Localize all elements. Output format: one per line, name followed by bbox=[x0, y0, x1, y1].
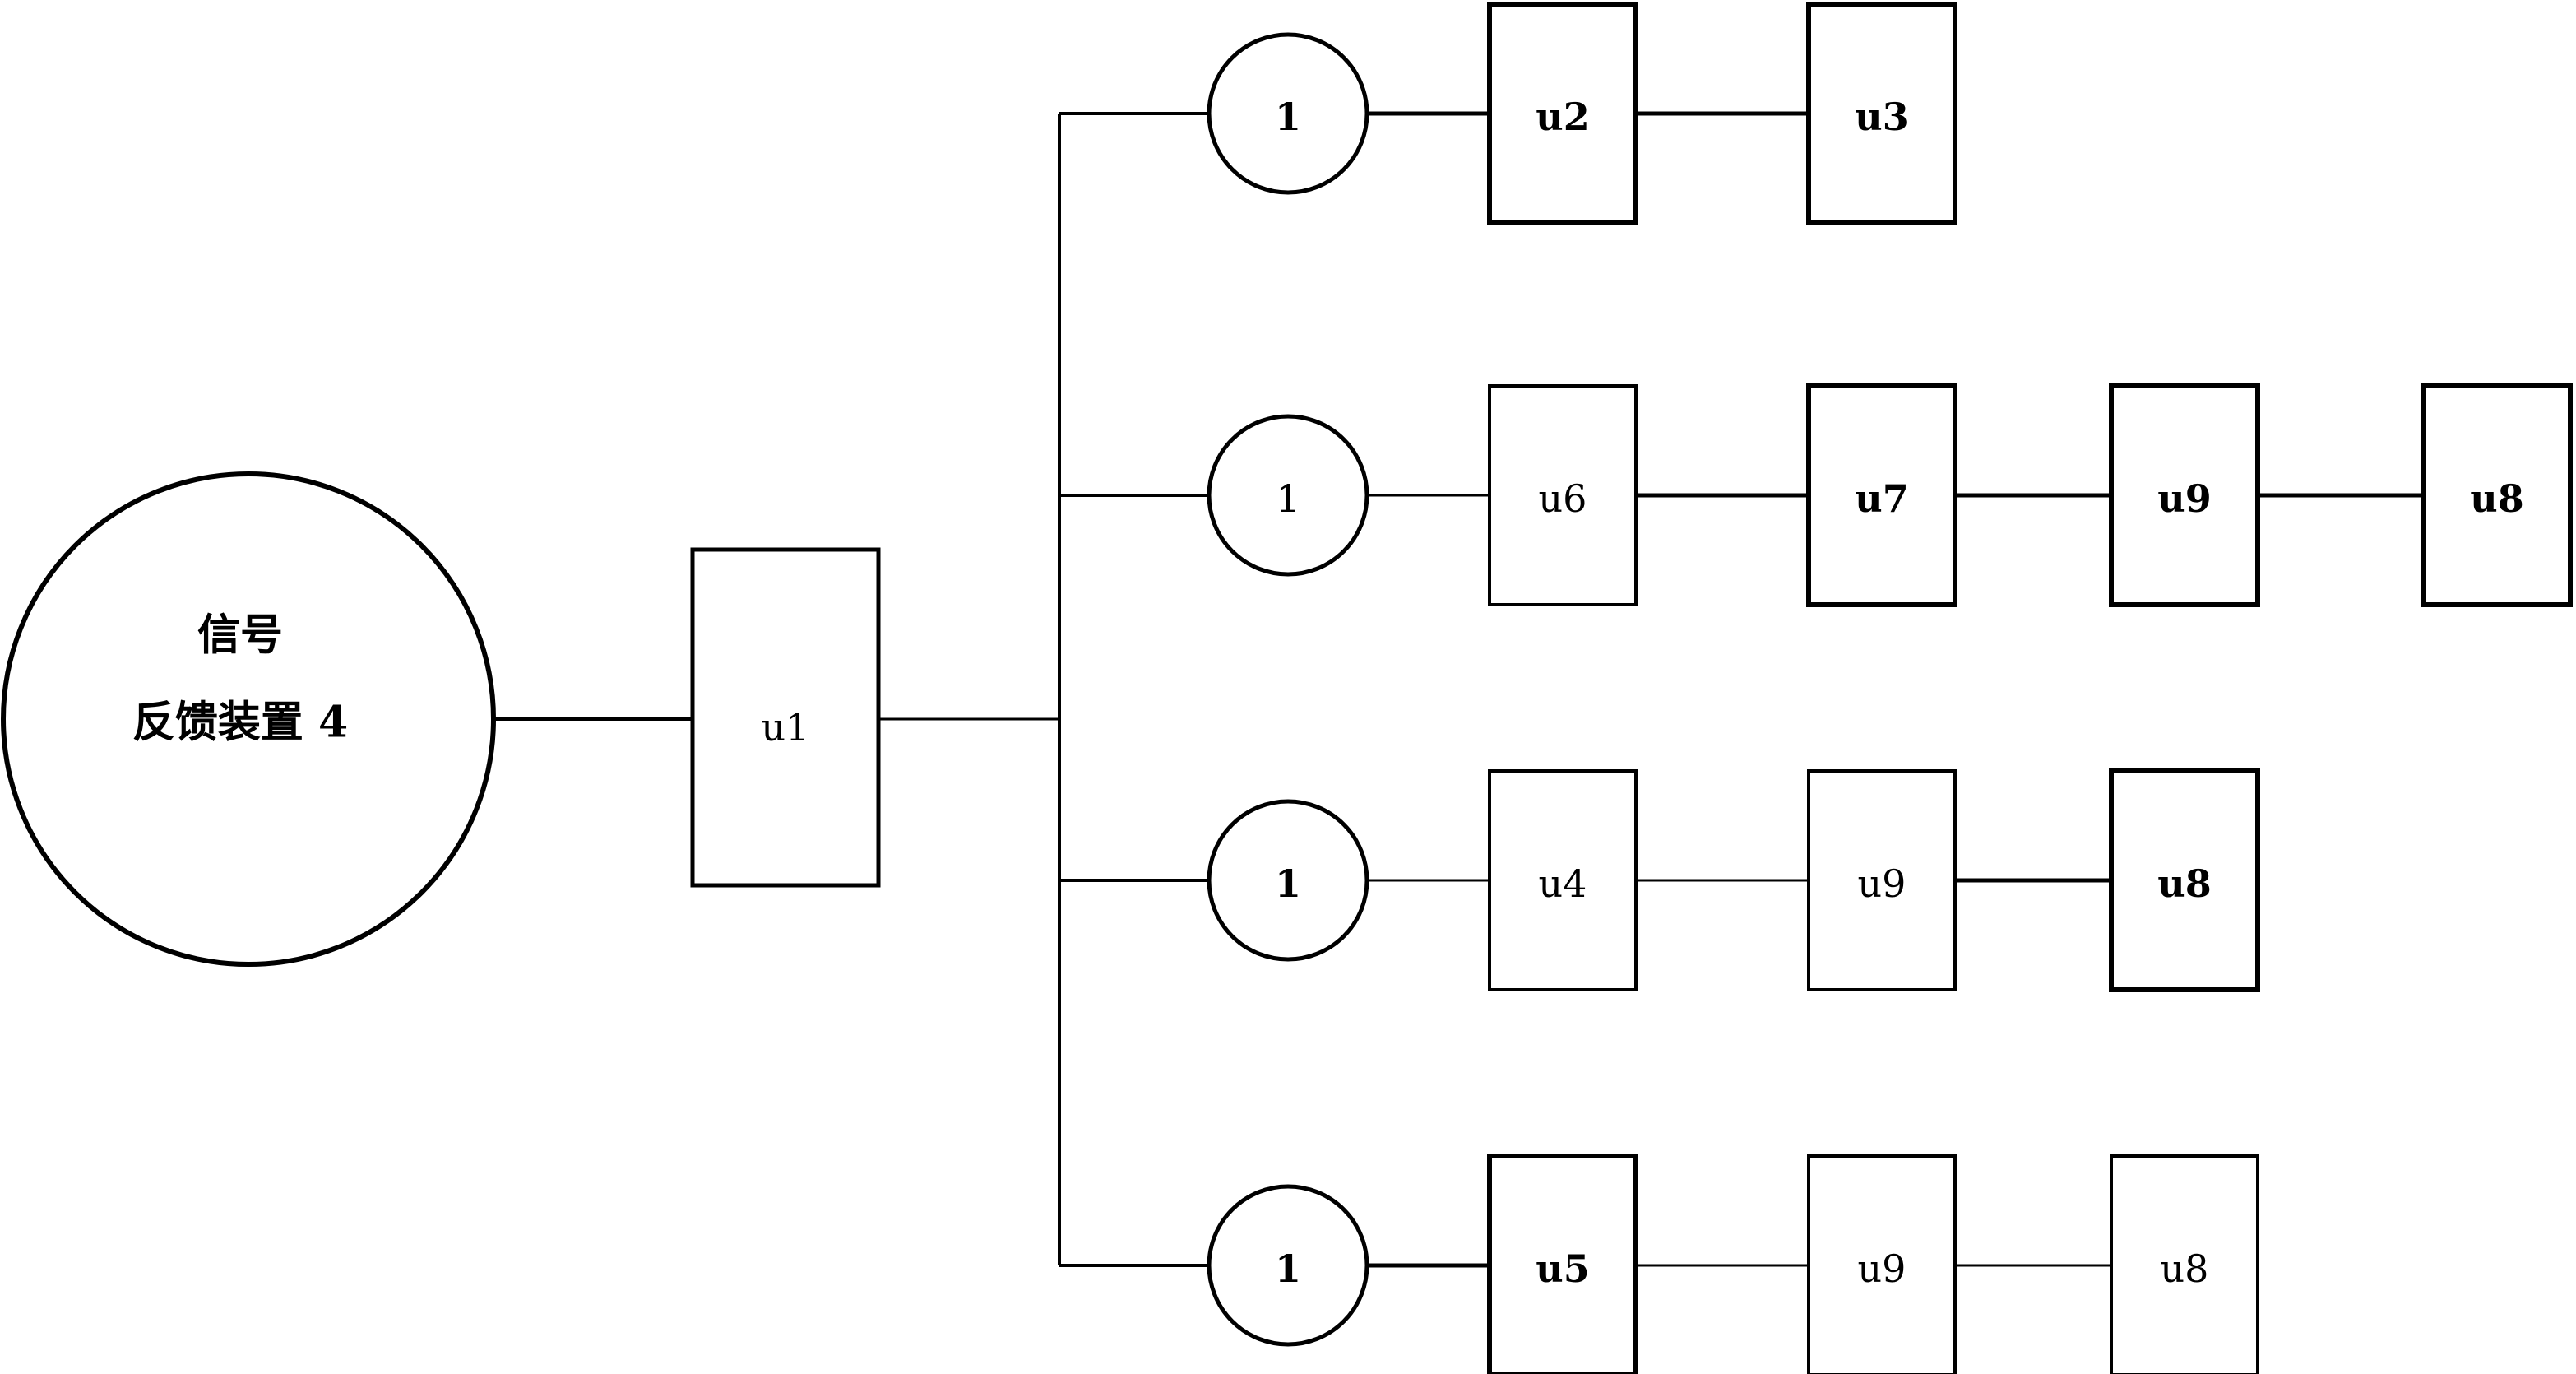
branch-marker: 1 bbox=[1207, 1184, 1369, 1347]
unit-label: u7 bbox=[1855, 476, 1908, 521]
unit-box-u5: u5 bbox=[1487, 1154, 1638, 1374]
unit-label: u8 bbox=[2157, 861, 2211, 906]
unit-label: u8 bbox=[2470, 476, 2523, 521]
branch-row-3: 1 u4 u9 u8 bbox=[1059, 768, 2260, 992]
hub-label: u1 bbox=[762, 705, 810, 750]
unit-label: u4 bbox=[1539, 861, 1587, 906]
branch-row-2: 1 u6 u7 u9 u8 bbox=[1059, 383, 2573, 607]
unit-box-u6: u6 bbox=[1488, 384, 1638, 606]
source-label-line1: 信号 bbox=[197, 610, 283, 661]
source-label-line2: 反馈装置 4 bbox=[132, 698, 348, 748]
branch-marker: 1 bbox=[1207, 414, 1369, 577]
unit-box-u9: u9 bbox=[1807, 769, 1957, 991]
unit-box-u9: u9 bbox=[1807, 1154, 1957, 1374]
unit-box-u8: u8 bbox=[2109, 768, 2260, 992]
unit-label: u9 bbox=[1858, 861, 1907, 906]
unit-box-u8: u8 bbox=[2421, 383, 2573, 607]
branch-row-1: 1 u2 u3 bbox=[1059, 2, 1957, 225]
unit-box-u9: u9 bbox=[2109, 383, 2260, 607]
unit-label: u9 bbox=[1858, 1246, 1907, 1291]
branch-marker-label: 1 bbox=[1275, 95, 1301, 139]
unit-box-u7: u7 bbox=[1806, 383, 1957, 607]
branch-marker: 1 bbox=[1207, 799, 1369, 962]
branch-marker-label: 1 bbox=[1276, 476, 1300, 521]
signal-feedback-device: 信号 反馈装置 4 bbox=[1, 471, 496, 967]
unit-box-u2: u2 bbox=[1487, 2, 1638, 225]
unit-label: u6 bbox=[1539, 476, 1587, 521]
branch-marker: 1 bbox=[1207, 32, 1369, 195]
branch-marker-label: 1 bbox=[1275, 861, 1301, 906]
branch-rows: 1 u2 u3 1 u6 u7 u9 u8 1 u4 u9 u8 1 u5 u9 u8 bbox=[1059, 2, 2573, 1374]
hub-unit-u1: u1 bbox=[690, 547, 881, 888]
branch-row-4: 1 u5 u9 u8 bbox=[1059, 1154, 2259, 1374]
unit-label: u8 bbox=[2161, 1246, 2209, 1291]
branch-marker-label: 1 bbox=[1275, 1246, 1301, 1291]
unit-label: u9 bbox=[2157, 476, 2211, 521]
unit-box-u4: u4 bbox=[1488, 769, 1638, 991]
unit-label: u3 bbox=[1855, 95, 1908, 139]
unit-box-u3: u3 bbox=[1806, 2, 1957, 225]
unit-label: u2 bbox=[1536, 95, 1589, 139]
unit-box-u8: u8 bbox=[2110, 1154, 2259, 1374]
unit-label: u5 bbox=[1536, 1246, 1589, 1291]
